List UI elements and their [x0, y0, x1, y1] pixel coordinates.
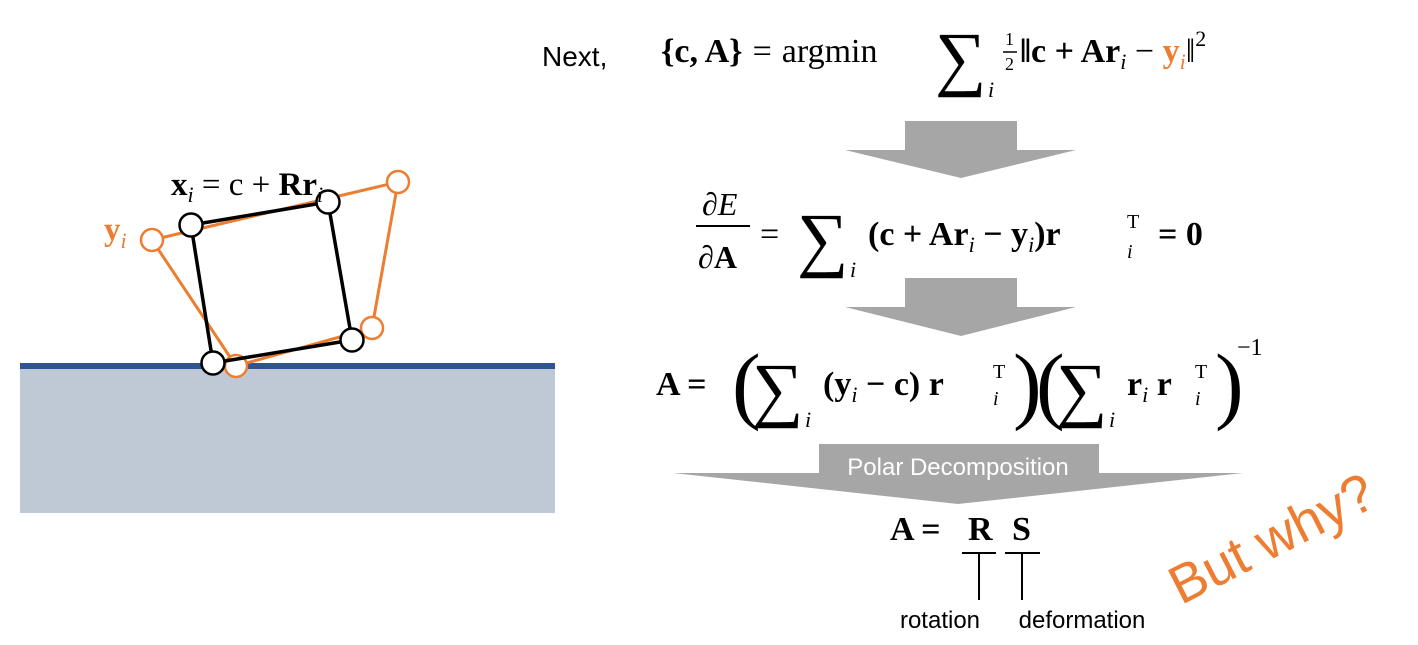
- rigid-vertex: [315, 189, 341, 215]
- transpose-sub: i: [1195, 388, 1201, 410]
- sum-symbol: ∑: [752, 349, 803, 429]
- deriv-rhs: = 0: [1158, 216, 1203, 253]
- transpose-sub: i: [993, 388, 999, 410]
- transpose-sup: T: [1127, 211, 1139, 233]
- next-label: Next,: [542, 41, 607, 72]
- ground-line: [20, 363, 555, 369]
- inverse-power: −1: [1237, 335, 1263, 361]
- deriv-numerator: ∂E: [702, 186, 738, 222]
- ground-block: [20, 368, 555, 513]
- deformation-label: deformation: [1019, 607, 1146, 634]
- transpose-sup: T: [993, 361, 1005, 383]
- solution-term2: ri r: [1127, 366, 1172, 407]
- sum-symbol: ∑: [1056, 349, 1107, 429]
- rigid-vertex: [178, 212, 204, 238]
- y-label: yi: [104, 212, 127, 253]
- down-arrow: [845, 278, 1076, 336]
- rigid-vertex: [339, 327, 365, 353]
- sum-symbol: ∑: [797, 199, 848, 279]
- x-label: xi = c + Rri: [171, 167, 323, 207]
- deformed-vertex: [359, 315, 385, 341]
- paren-close: ): [1215, 336, 1244, 432]
- polar-lhs: A =: [890, 511, 941, 548]
- polar-arrow: [673, 444, 1243, 504]
- polar-label: Polar Decomposition: [847, 454, 1068, 481]
- down-arrow: [845, 121, 1076, 178]
- solution-lhs: A =: [656, 366, 707, 403]
- question-annotation: But why?: [1159, 462, 1384, 616]
- sum-index: i: [805, 407, 811, 432]
- sum-symbol: ∑: [935, 18, 986, 98]
- deformed-vertex: [385, 169, 411, 195]
- paren-open: (: [732, 336, 761, 432]
- sum-index: i: [850, 257, 856, 282]
- deriv-body: (c + Ari − yi)r: [868, 216, 1061, 257]
- rotation-label: rotation: [900, 607, 980, 634]
- paren-open: (: [1036, 336, 1065, 432]
- deformed-vertex: [139, 227, 165, 253]
- rigid-vertex: [200, 350, 226, 376]
- deriv-denominator: ∂A: [698, 239, 737, 275]
- solution-term1: (yi − c) r: [823, 366, 944, 407]
- sum-index: i: [988, 77, 994, 102]
- polar-s: S: [1012, 511, 1031, 548]
- norm-expression: ‖c + Ari − yi‖2: [1020, 26, 1206, 74]
- argmin-equation: {c, A}=argmin: [661, 33, 877, 70]
- half-denominator: 2: [1005, 54, 1014, 74]
- sum-index: i: [1109, 407, 1115, 432]
- paren-close: ): [1013, 336, 1042, 432]
- transpose-sub: i: [1127, 241, 1133, 263]
- transpose-sup: T: [1195, 361, 1207, 383]
- deriv-equals: =: [760, 216, 779, 253]
- half-numerator: 1: [1005, 29, 1014, 49]
- polar-r: R: [968, 511, 993, 548]
